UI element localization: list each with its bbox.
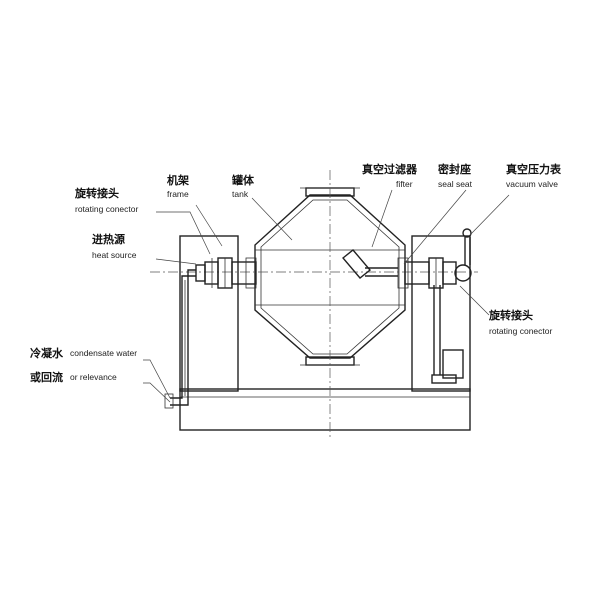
label-heat-cn: 进热源 xyxy=(92,232,125,246)
label-seal-cn: 密封座 xyxy=(438,162,471,176)
heat-source-pipe xyxy=(164,269,196,409)
label-frame-en: frame xyxy=(167,189,189,199)
label-relevance-cn: 或回流 xyxy=(30,370,63,384)
machine-base xyxy=(179,388,471,431)
label-tank-en: tank xyxy=(232,189,249,199)
label-rotating-right-cn: 旋转接头 xyxy=(488,308,533,322)
leader-lines xyxy=(143,189,510,403)
left-frame xyxy=(179,235,239,392)
label-frame-cn: 机架 xyxy=(167,173,189,187)
vacuum-filter xyxy=(341,249,398,279)
label-gauge-en: vacuum valve xyxy=(506,179,558,189)
label-gauge-cn: 真空压力表 xyxy=(506,162,562,176)
label-heat-en: heat source xyxy=(92,250,137,260)
label-rotating-right-en: rotating conector xyxy=(489,326,552,336)
label-filter-cn: 真空过滤器 xyxy=(362,162,418,176)
label-tank-cn: 罐体 xyxy=(231,173,255,187)
drive-unit xyxy=(431,285,464,384)
label-rotating-left-en: rotating conector xyxy=(75,204,138,214)
label-condensate-en: condensate water xyxy=(70,348,137,358)
vacuum-gauge xyxy=(462,228,472,265)
label-rotating-left-cn: 旋转接头 xyxy=(74,186,119,200)
label-condensate-cn: 冷凝水 xyxy=(30,346,64,360)
right-frame xyxy=(411,235,471,392)
label-relevance-en: or relevance xyxy=(70,372,117,382)
left-shaft-assembly xyxy=(195,257,257,289)
label-seal-en: seal seat xyxy=(438,179,473,189)
right-shaft-assembly xyxy=(397,257,472,289)
label-filter-en: fifter xyxy=(396,179,413,189)
